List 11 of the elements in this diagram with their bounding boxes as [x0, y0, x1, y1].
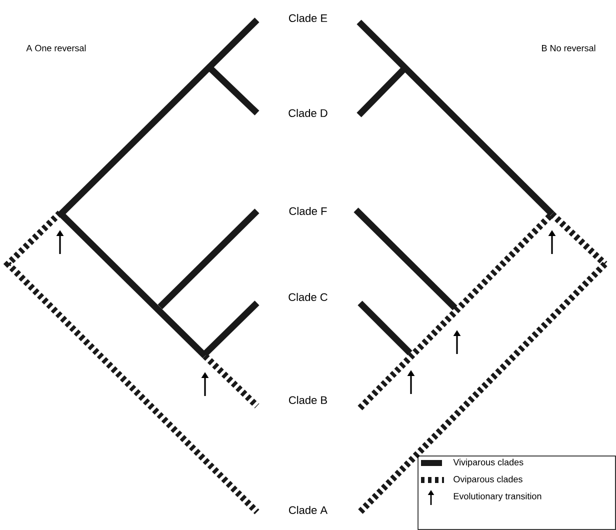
legend-label: Oviparous clades	[454, 476, 522, 484]
clade-label: Clade C	[288, 292, 328, 302]
clade-label: Clade A	[289, 506, 328, 514]
clade-label: Clade E	[289, 14, 328, 22]
clade-label: Clade F	[289, 206, 327, 216]
legend-label: Viviparous clades	[453, 458, 524, 468]
panel-title: B No reversal	[542, 44, 596, 52]
clade-label: Clade B	[289, 396, 327, 404]
panel-title: A One reversal	[26, 44, 86, 52]
clade-label: Clade D	[288, 108, 328, 118]
legend-label: Evolutionary transition	[454, 492, 542, 502]
